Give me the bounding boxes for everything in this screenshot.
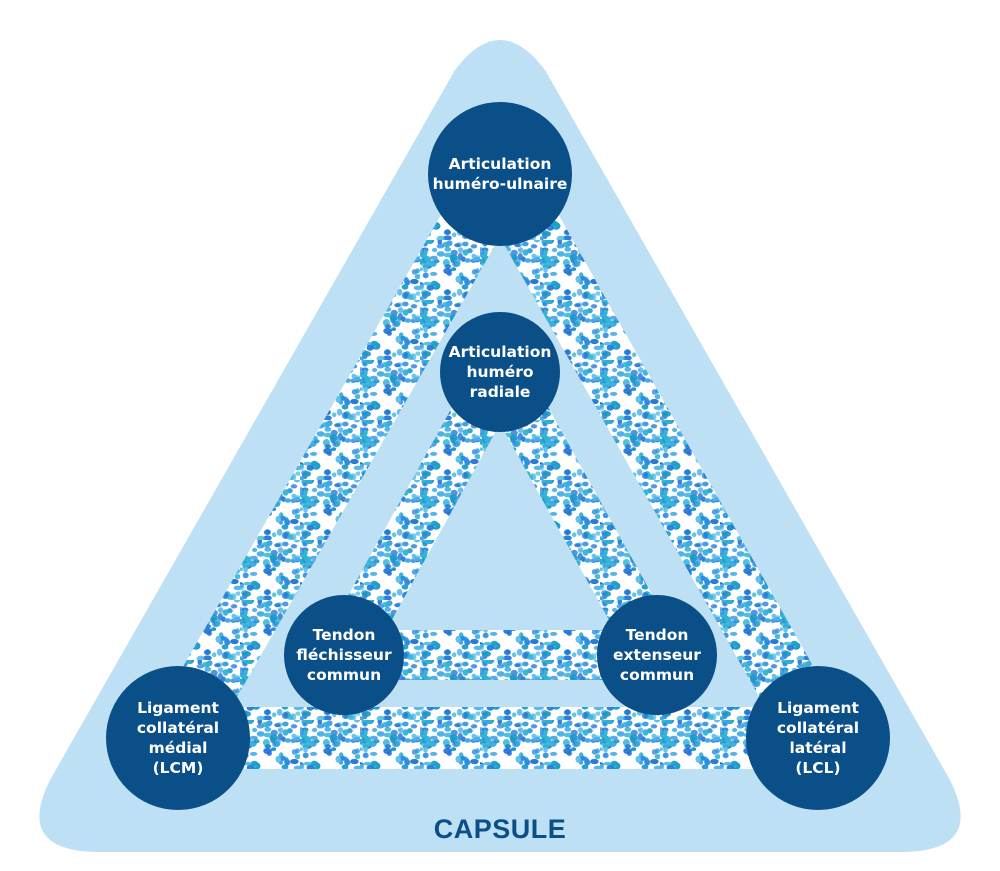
node-lcl: Ligament collatéral latéral (LCL)	[746, 666, 890, 810]
node-extenseur: Tendon extenseur commun	[597, 595, 717, 715]
node-label-line: Ligament	[137, 699, 219, 717]
node-label-line: collatéral	[137, 719, 219, 737]
node-circle	[746, 666, 890, 810]
node-label-line: radiale	[470, 383, 531, 401]
node-label-line: collatéral	[777, 719, 859, 737]
node-label-line: Tendon	[313, 626, 376, 644]
node-humero-radiale: Articulation huméro radiale	[440, 312, 560, 432]
node-lcm: Ligament collatéral médial (LCM)	[106, 666, 250, 810]
node-circle	[428, 102, 572, 246]
node-label-line: Articulation	[449, 343, 552, 361]
node-label-line: (LCL)	[795, 759, 840, 777]
node-humero-ulnaire: Articulation huméro-ulnaire	[428, 102, 572, 246]
capsule-label: CAPSULE	[434, 814, 567, 844]
node-label-line: commun	[620, 666, 694, 684]
node-label-line: huméro-ulnaire	[433, 175, 568, 193]
node-label-line: Ligament	[777, 699, 859, 717]
band-humero-ulnaire-lcl	[472, 158, 846, 754]
node-circle	[284, 595, 404, 715]
node-label-line: Tendon	[626, 626, 689, 644]
node-label-line: extenseur	[613, 646, 701, 664]
node-label-line: fléchisseur	[296, 646, 392, 664]
band-humero-ulnaire-lcm	[151, 158, 527, 754]
node-label-line: latéral	[789, 739, 846, 757]
node-circle	[440, 312, 560, 432]
node-flechisseur: Tendon fléchisseur commun	[284, 595, 404, 715]
node-label-line: commun	[307, 666, 381, 684]
node-label-line: (LCM)	[153, 759, 204, 777]
node-label-line: Articulation	[449, 155, 552, 173]
capsule-triangle	[39, 40, 961, 852]
node-label-line: huméro	[466, 363, 533, 381]
node-circle	[597, 595, 717, 715]
node-circle	[106, 666, 250, 810]
node-label-line: médial	[149, 739, 208, 757]
